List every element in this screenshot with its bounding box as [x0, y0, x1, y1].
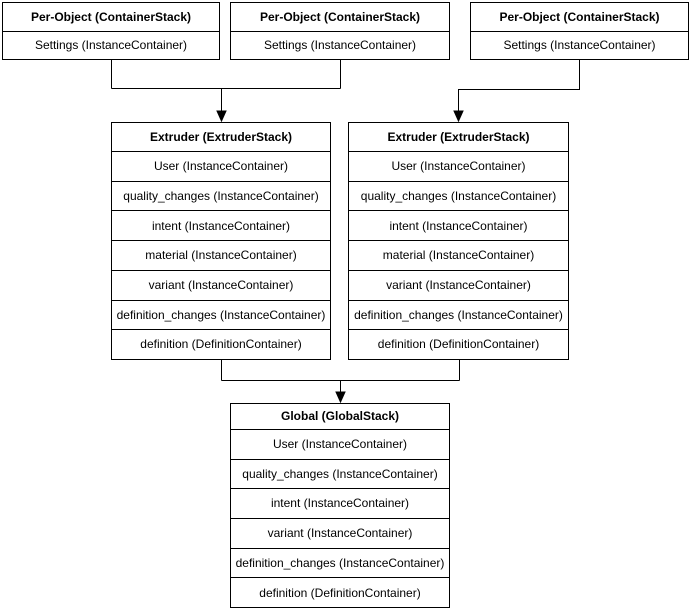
- node-row: Settings (InstanceContainer): [471, 31, 688, 59]
- node-row: definition_changes (InstanceContainer): [231, 547, 449, 578]
- node-row: definition_changes (InstanceContainer): [349, 299, 568, 330]
- node-extruder-2: Extruder (ExtruderStack) User (InstanceC…: [348, 122, 569, 360]
- node-title: Extruder (ExtruderStack): [387, 129, 530, 144]
- node-row: definition (DefinitionContainer): [231, 577, 449, 607]
- node-title: Per-Object (ContainerStack): [30, 9, 192, 24]
- node-per-object-2: Per-Object (ContainerStack) Settings (In…: [230, 2, 450, 60]
- node-title: Extruder (ExtruderStack): [149, 129, 293, 144]
- node-row: quality_changes (InstanceContainer): [349, 180, 568, 211]
- arrowhead-extruder-1: [216, 110, 227, 123]
- node-row: User (InstanceContainer): [349, 151, 568, 181]
- connector-per-objects-to-extruder-1: [111, 60, 341, 112]
- node-row: intent (InstanceContainer): [231, 488, 449, 518]
- node-extruder-1: Extruder (ExtruderStack) User (InstanceC…: [111, 122, 331, 360]
- node-row: definition (DefinitionContainer): [349, 329, 568, 359]
- connector-per-object-3-to-extruder-2: [458, 60, 580, 112]
- arrowhead-extruder-2: [453, 110, 464, 123]
- node-row: User (InstanceContainer): [231, 429, 449, 459]
- node-row: variant (InstanceContainer): [349, 269, 568, 300]
- node-row: material (InstanceContainer): [112, 240, 330, 270]
- node-row: definition_changes (InstanceContainer): [112, 299, 330, 330]
- node-global: Global (GlobalStack) User (InstanceConta…: [230, 403, 450, 608]
- node-row: Settings (InstanceContainer): [231, 31, 449, 59]
- node-row: material (InstanceContainer): [349, 240, 568, 270]
- node-per-object-1: Per-Object (ContainerStack) Settings (In…: [2, 2, 220, 60]
- arrowhead-global: [335, 391, 346, 404]
- node-title: Per-Object (ContainerStack): [499, 9, 660, 24]
- node-row: quality_changes (InstanceContainer): [231, 458, 449, 489]
- node-row: definition (DefinitionContainer): [112, 329, 330, 359]
- connector-extruders-to-global: [221, 360, 460, 394]
- node-per-object-3: Per-Object (ContainerStack) Settings (In…: [470, 2, 689, 60]
- node-row: intent (InstanceContainer): [112, 210, 330, 240]
- node-row: quality_changes (InstanceContainer): [112, 180, 330, 211]
- node-row: Settings (InstanceContainer): [3, 31, 219, 59]
- node-row: variant (InstanceContainer): [112, 269, 330, 300]
- node-row: User (InstanceContainer): [112, 151, 330, 181]
- node-title: Per-Object (ContainerStack): [259, 9, 421, 24]
- node-row: intent (InstanceContainer): [349, 210, 568, 240]
- node-title: Global (GlobalStack): [280, 409, 400, 424]
- node-row: variant (InstanceContainer): [231, 518, 449, 548]
